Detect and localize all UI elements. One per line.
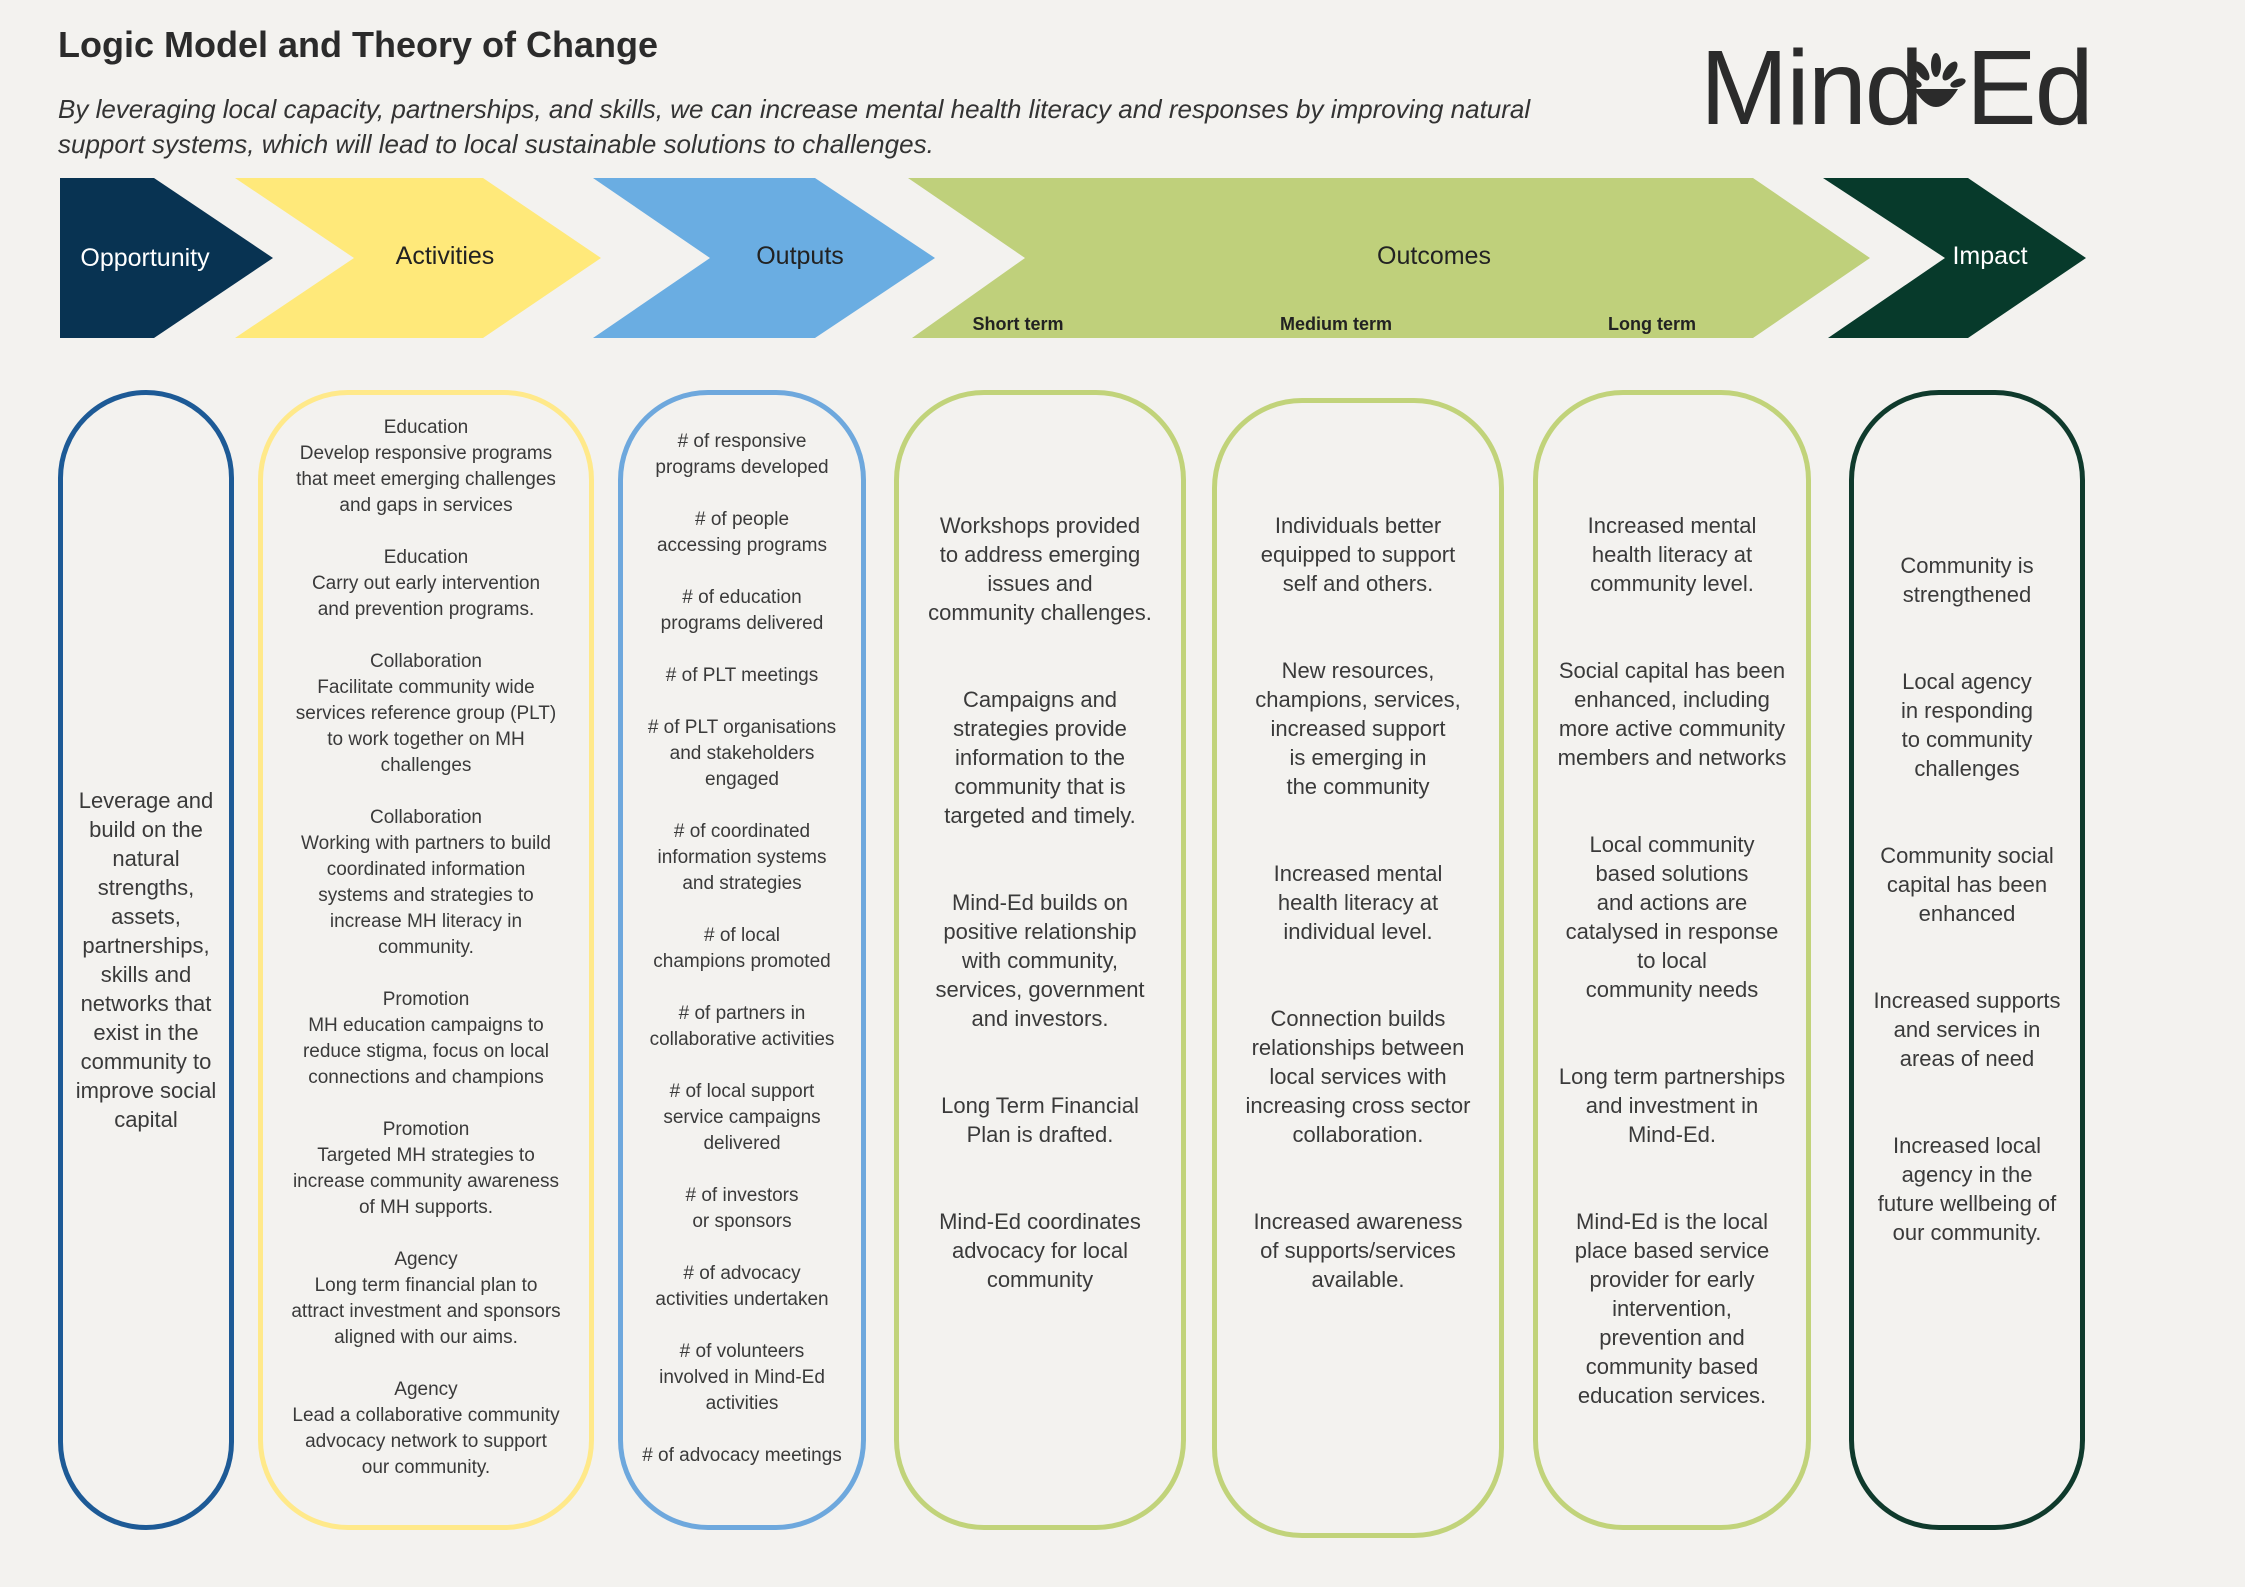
impact-item: Community is strengthened bbox=[1900, 553, 2034, 607]
output-item: # of coordinated information systems and… bbox=[657, 821, 827, 894]
medium-term-outcomes-column: Individuals better equipped to support s… bbox=[1212, 398, 1504, 1538]
activity-category: Agency bbox=[394, 1249, 458, 1270]
output-item: # of PLT meetings bbox=[665, 665, 819, 686]
opportunity-text: Leverage and build on the natural streng… bbox=[75, 788, 217, 1132]
activity-category: Education bbox=[383, 417, 469, 438]
mind-ed-logo: Mind Ed bbox=[1700, 30, 2120, 140]
impact-item: Increased local agency in the future wel… bbox=[1877, 1133, 2057, 1245]
long-term-outcome-item: Mind-Ed is the local place based service… bbox=[1574, 1209, 1770, 1408]
svg-text:Ed: Ed bbox=[1966, 30, 2092, 140]
output-item: # of responsive programs developed bbox=[655, 431, 829, 478]
medium-term-outcome-item: New resources, champions, services, incr… bbox=[1255, 658, 1461, 799]
page-title: Logic Model and Theory of Change bbox=[58, 24, 659, 65]
impact-item: Community social capital has been enhanc… bbox=[1880, 843, 2054, 926]
outputs-column: # of responsive programs developed # of p… bbox=[618, 390, 866, 1530]
impact-item: Local agency in responding to community … bbox=[1900, 669, 2034, 781]
activity-description: MH education campaigns to reduce stigma,… bbox=[302, 1015, 550, 1088]
activity-category: Agency bbox=[394, 1379, 458, 1400]
output-item: # of volunteers involved in Mind-Ed acti… bbox=[659, 1341, 825, 1414]
page-subtitle: By leveraging local capacity, partnershi… bbox=[58, 94, 1531, 159]
activity-category: Education bbox=[383, 547, 469, 568]
outputs-label: Outputs bbox=[756, 242, 844, 270]
activity-description: Carry out early intervention and prevent… bbox=[311, 573, 541, 620]
output-item: # of local champions promoted bbox=[653, 925, 831, 972]
long-term-label: Long term bbox=[1608, 314, 1696, 334]
activity-category: Promotion bbox=[382, 989, 470, 1010]
medium-term-outcome-item: Increased awareness of supports/services… bbox=[1253, 1209, 1463, 1292]
output-item: # of investors or sponsors bbox=[685, 1185, 799, 1232]
long-term-outcome-item: Long term partnerships and investment in… bbox=[1558, 1064, 1786, 1147]
output-item: # of advocacy meetings bbox=[642, 1445, 842, 1466]
impact-label: Impact bbox=[1952, 242, 2028, 270]
activity-item: Promotion MH education campaigns to reduc… bbox=[303, 987, 549, 1091]
outcomes-label: Outcomes bbox=[1377, 242, 1491, 270]
activity-description: Lead a collaborative community advocacy … bbox=[292, 1405, 560, 1478]
opportunity-arrow bbox=[60, 178, 273, 338]
medium-term-outcome-item: Connection builds relationships between … bbox=[1245, 1006, 1471, 1147]
activity-description: Facilitate community wide services refer… bbox=[295, 677, 557, 776]
output-item: # of education programs delivered bbox=[660, 587, 824, 634]
output-item: # of partners in collaborative activitie… bbox=[649, 1003, 835, 1050]
activity-description: Develop responsive programs that meet em… bbox=[296, 443, 556, 516]
medium-term-label: Medium term bbox=[1279, 314, 1393, 334]
activity-description: Targeted MH strategies to increase commu… bbox=[292, 1145, 560, 1218]
short-term-outcome-item: Mind-Ed builds on positive relationship … bbox=[935, 890, 1145, 1031]
activity-description: Working with partners to build coordinat… bbox=[301, 833, 551, 958]
long-term-outcome-item: Social capital has been enhanced, includ… bbox=[1557, 658, 1787, 770]
opportunity-column: Leverage and build on the natural streng… bbox=[58, 390, 234, 1530]
medium-term-outcome-item: Individuals better equipped to support s… bbox=[1260, 513, 1456, 596]
output-item: # of advocacy activities undertaken bbox=[655, 1263, 829, 1310]
activity-description: Long term financial plan to attract inve… bbox=[291, 1275, 561, 1348]
long-term-outcome-item: Increased mental health literacy at comm… bbox=[1587, 513, 1757, 596]
impact-item: Increased supports and services in areas… bbox=[1873, 988, 2061, 1071]
outcomes-arrow bbox=[908, 178, 1870, 338]
long-term-outcomes-column: Increased mental health literacy at comm… bbox=[1533, 390, 1811, 1530]
activities-arrow bbox=[235, 178, 601, 338]
short-term-outcome-item: Mind-Ed coordinates advocacy for local c… bbox=[939, 1209, 1141, 1292]
impact-arrow bbox=[1823, 178, 2086, 338]
short-term-outcome-item: Workshops provided to address emerging i… bbox=[928, 513, 1152, 625]
short-term-outcomes-column: Workshops provided to address emerging i… bbox=[894, 390, 1186, 1530]
medium-term-outcome-item: Increased mental health literacy at indi… bbox=[1273, 861, 1443, 944]
short-term-outcome-item: Campaigns and strategies provide informa… bbox=[944, 687, 1136, 828]
activities-label: Activities bbox=[395, 242, 495, 270]
stage-arrows bbox=[60, 178, 2086, 338]
output-item: # of people accessing programs bbox=[656, 509, 828, 556]
activity-category: Promotion bbox=[382, 1119, 470, 1140]
short-term-label: Short term bbox=[972, 314, 1064, 334]
long-term-outcome-item: Local community based solutions and acti… bbox=[1565, 832, 1779, 1002]
svg-text:Mind: Mind bbox=[1700, 30, 1922, 140]
activity-category: Collaboration bbox=[370, 651, 482, 672]
activity-category: Collaboration bbox=[370, 807, 482, 828]
output-item: # of local support service campaigns del… bbox=[663, 1081, 821, 1154]
output-item: # of PLT organisations and stakeholders … bbox=[647, 717, 837, 790]
outputs-arrow bbox=[593, 178, 935, 338]
short-term-outcome-item: Long Term Financial Plan is drafted. bbox=[941, 1093, 1139, 1147]
opportunity-label: Opportunity bbox=[80, 244, 210, 272]
